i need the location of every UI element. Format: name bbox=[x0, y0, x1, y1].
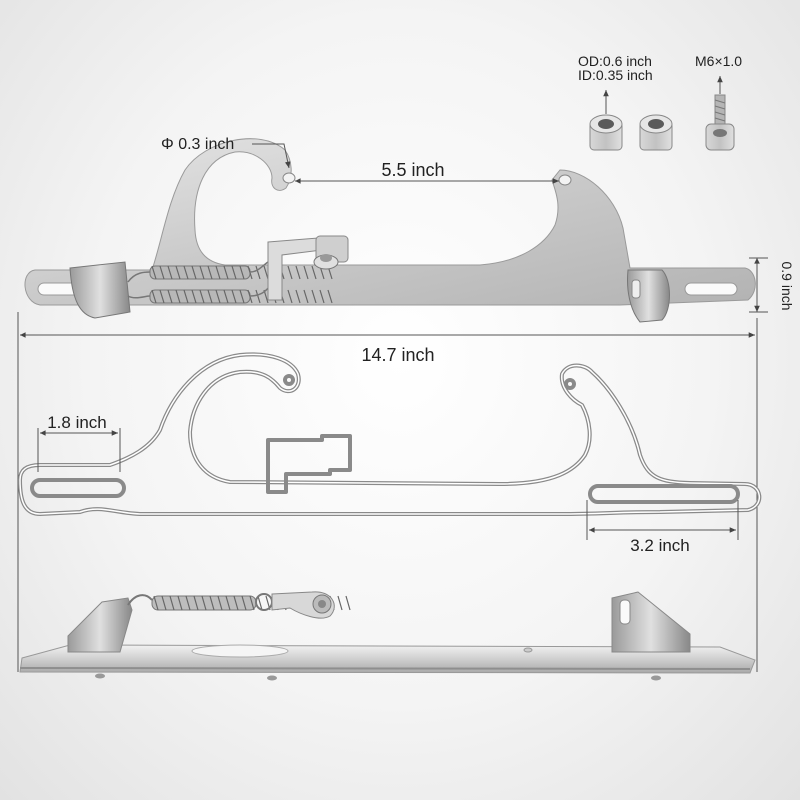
bracket-top-slot-right bbox=[684, 282, 738, 296]
spacer-2 bbox=[639, 114, 673, 151]
bracket-bottom-left-post bbox=[67, 597, 133, 653]
bracket-top-view bbox=[24, 138, 756, 323]
bracket-top-hole-left bbox=[282, 172, 296, 184]
bracket-top-springs bbox=[127, 261, 333, 304]
height-label: 0.9 inch bbox=[779, 261, 795, 310]
bracket-top-hole-right bbox=[558, 174, 572, 186]
bolt-size-label: M6×1.0 bbox=[695, 53, 742, 69]
outline-arm-tab bbox=[266, 434, 352, 494]
hole-spacing-label: 5.5 inch bbox=[381, 160, 444, 180]
bracket-top-spring-block bbox=[69, 261, 131, 319]
hole-diameter-label: Φ 0.3 inch bbox=[161, 136, 234, 153]
left-slot-label: 1.8 inch bbox=[47, 413, 107, 432]
spacer-od-label: OD:0.6 inch bbox=[578, 53, 652, 69]
bracket-bottom-stud-arm bbox=[271, 591, 335, 619]
outline-hole-right bbox=[564, 378, 576, 390]
hardware-callouts: OD:0.6 inch ID:0.35 inch M6×1.0 bbox=[578, 53, 742, 151]
m6-bolt bbox=[705, 94, 735, 151]
dimension-right-slot: 3.2 inch bbox=[586, 500, 739, 555]
spacer-id-label: ID:0.35 inch bbox=[578, 67, 653, 83]
right-slot-label: 3.2 inch bbox=[630, 536, 690, 555]
dimension-hole-diameter: Φ 0.3 inch bbox=[161, 136, 291, 169]
bracket-outline-shape bbox=[18, 352, 762, 516]
dimension-left-slot: 1.8 inch bbox=[37, 413, 121, 472]
dimension-height: 0.9 inch bbox=[749, 257, 795, 313]
dimension-hole-spacing: 5.5 inch bbox=[295, 160, 559, 184]
outline-slot-left bbox=[30, 478, 126, 498]
bracket-outline-drawing bbox=[18, 352, 762, 516]
bracket-bottom-view bbox=[19, 591, 756, 681]
total-length-label: 14.7 inch bbox=[361, 345, 434, 365]
spacer-1 bbox=[589, 114, 623, 151]
outline-hole-left bbox=[283, 374, 295, 386]
bracket-top-stud bbox=[313, 235, 349, 270]
bracket-bottom-throttle-hole bbox=[191, 644, 289, 658]
outline-slot-right bbox=[588, 484, 740, 504]
bracket-bottom-right-post bbox=[611, 591, 691, 653]
dimension-total-length: 14.7 inch bbox=[17, 312, 758, 672]
bracket-top-body bbox=[24, 138, 756, 306]
